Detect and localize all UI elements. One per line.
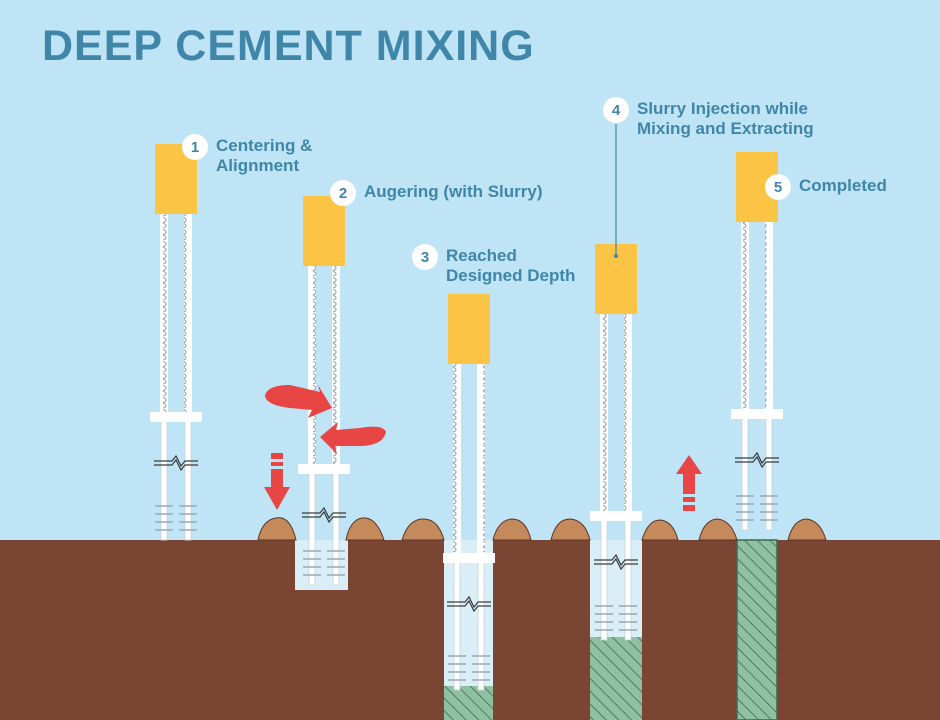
- clamp-plate: [590, 511, 642, 521]
- step-number-badge: 2: [330, 180, 356, 206]
- break-symbol: [735, 451, 779, 465]
- break-symbol: [154, 454, 198, 468]
- step-number-badge: 3: [412, 244, 438, 270]
- soil-mound-icon: [257, 517, 827, 541]
- mixing-rod: [477, 557, 485, 691]
- auger-shaft: [765, 222, 773, 414]
- step-number-badge: 5: [765, 174, 791, 200]
- down-arrow-icon: [264, 453, 290, 510]
- auger-shaft: [600, 314, 608, 516]
- auger-shaft: [332, 266, 340, 469]
- break-symbol: [302, 510, 346, 524]
- auger-shaft: [624, 314, 632, 516]
- break-symbol: [154, 458, 198, 472]
- step-1-label: 1 Centering &Alignment: [182, 134, 312, 176]
- break-symbol: [302, 506, 346, 520]
- cement-column-5: [737, 540, 777, 720]
- cement-column-4: [590, 637, 642, 720]
- step-2-label: 2 Augering (with Slurry): [330, 180, 543, 206]
- cement-column-3: [444, 686, 493, 720]
- auger-shaft: [741, 222, 749, 414]
- auger-shaft: [160, 214, 168, 417]
- motor-unit-3: [448, 294, 490, 364]
- auger-shaft: [184, 214, 192, 417]
- break-symbol: [594, 553, 638, 567]
- motor-unit-2: [303, 196, 345, 266]
- step-5-label: 5 Completed: [765, 174, 887, 200]
- clamp-plate: [298, 464, 350, 474]
- rotation-arrow-icon: [265, 385, 386, 454]
- auger-shaft: [477, 364, 485, 558]
- break-symbol: [447, 599, 491, 613]
- page-title: DEEP CEMENT MIXING: [42, 22, 535, 70]
- break-symbol: [447, 595, 491, 609]
- clamp-plate: [731, 409, 783, 419]
- break-symbol: [594, 557, 638, 571]
- step-number-badge: 4: [603, 97, 629, 123]
- step-number-badge: 1: [182, 134, 208, 160]
- clamp-plate: [443, 553, 495, 563]
- borehole-2: [295, 540, 348, 590]
- break-symbol: [735, 455, 779, 469]
- mixing-rod: [453, 557, 461, 691]
- clamp-plate: [150, 412, 202, 422]
- auger-shaft: [308, 266, 316, 469]
- auger-shaft: [453, 364, 461, 558]
- up-arrow-icon: [676, 455, 702, 511]
